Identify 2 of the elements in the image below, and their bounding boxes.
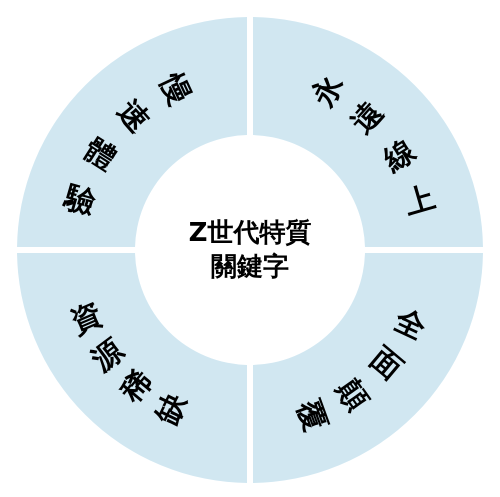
segment-label: 全面顛覆	[292, 306, 430, 436]
segment-label: 資源稀缺	[68, 300, 192, 428]
